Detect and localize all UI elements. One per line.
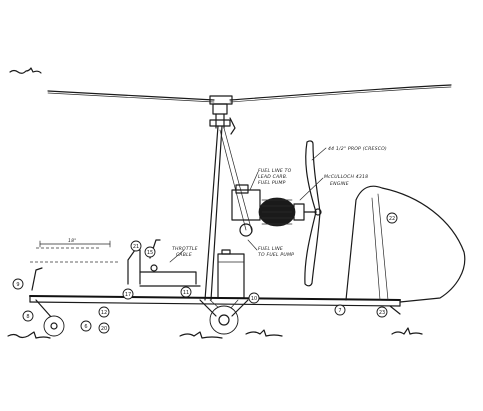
seat-and-controls — [127, 239, 201, 287]
svg-text:15: 15 — [147, 250, 153, 256]
callout-6: 6 — [80, 320, 92, 332]
svg-text:10: 10 — [251, 296, 257, 302]
callouts: 9 8 6 12 20 21 15 17 11 10 7 22 23 — [12, 212, 398, 334]
fuel-tank — [217, 249, 245, 299]
callout-9: 9 — [12, 278, 24, 290]
nose-gear — [30, 240, 118, 337]
rotor-head-and-mast — [204, 103, 253, 301]
fuel-carb-label-line1: FUEL LINE TO — [258, 168, 292, 174]
propeller — [304, 140, 322, 287]
svg-text:9: 9 — [16, 282, 19, 288]
engine-assembly — [231, 184, 317, 237]
svg-text:7: 7 — [338, 308, 341, 314]
svg-text:17: 17 — [125, 292, 131, 298]
callout-20: 20 — [98, 322, 110, 334]
fuel-pump-label-line1: FUEL LINE — [258, 246, 283, 252]
callout-11: 11 — [180, 286, 192, 298]
svg-text:23: 23 — [379, 310, 385, 316]
callout-22: 22 — [386, 212, 398, 224]
tail-fin — [345, 185, 466, 315]
svg-text:12: 12 — [101, 310, 107, 316]
callout-15: 15 — [144, 246, 156, 258]
dimension-label: 18" — [68, 238, 77, 244]
main-landing-gear — [199, 299, 249, 335]
svg-text:8: 8 — [26, 314, 29, 320]
callout-23: 23 — [376, 306, 388, 318]
main-frame — [29, 295, 401, 319]
callout-12: 12 — [98, 306, 110, 318]
fuel-pump-label-line2: TO FUEL PUMP — [258, 252, 294, 258]
rotor-blades — [47, 84, 452, 105]
svg-text:6: 6 — [84, 324, 87, 330]
callout-10: 10 — [248, 292, 260, 304]
svg-text:20: 20 — [101, 326, 107, 332]
throttle-label-line1: THROTTLE — [172, 246, 198, 252]
leader-lines — [169, 147, 327, 263]
callout-17: 17 — [122, 288, 134, 300]
callout-8: 8 — [22, 310, 34, 322]
fuel-carb-label-line3: FUEL PUMP — [258, 180, 286, 186]
prop-label: 44 1/2" PROP (CRESCO) — [328, 146, 387, 152]
svg-text:22: 22 — [389, 216, 395, 222]
labels: 44 1/2" PROP (CRESCO) McCULLOCH 4318 ENG… — [68, 146, 387, 258]
svg-text:21: 21 — [133, 244, 139, 250]
throttle-label-line2: CABLE — [176, 252, 192, 258]
ground-marks — [7, 327, 423, 339]
ground-mark-top-left — [9, 67, 42, 74]
callout-7: 7 — [334, 304, 346, 316]
svg-text:11: 11 — [183, 290, 189, 296]
engine-label-line1: McCULLOCH 4318 — [324, 174, 368, 180]
fuel-carb-label-line2: LEAD CARB. — [258, 174, 288, 180]
engine-label-line2: ENGINE — [330, 181, 349, 187]
callout-21: 21 — [130, 240, 142, 252]
